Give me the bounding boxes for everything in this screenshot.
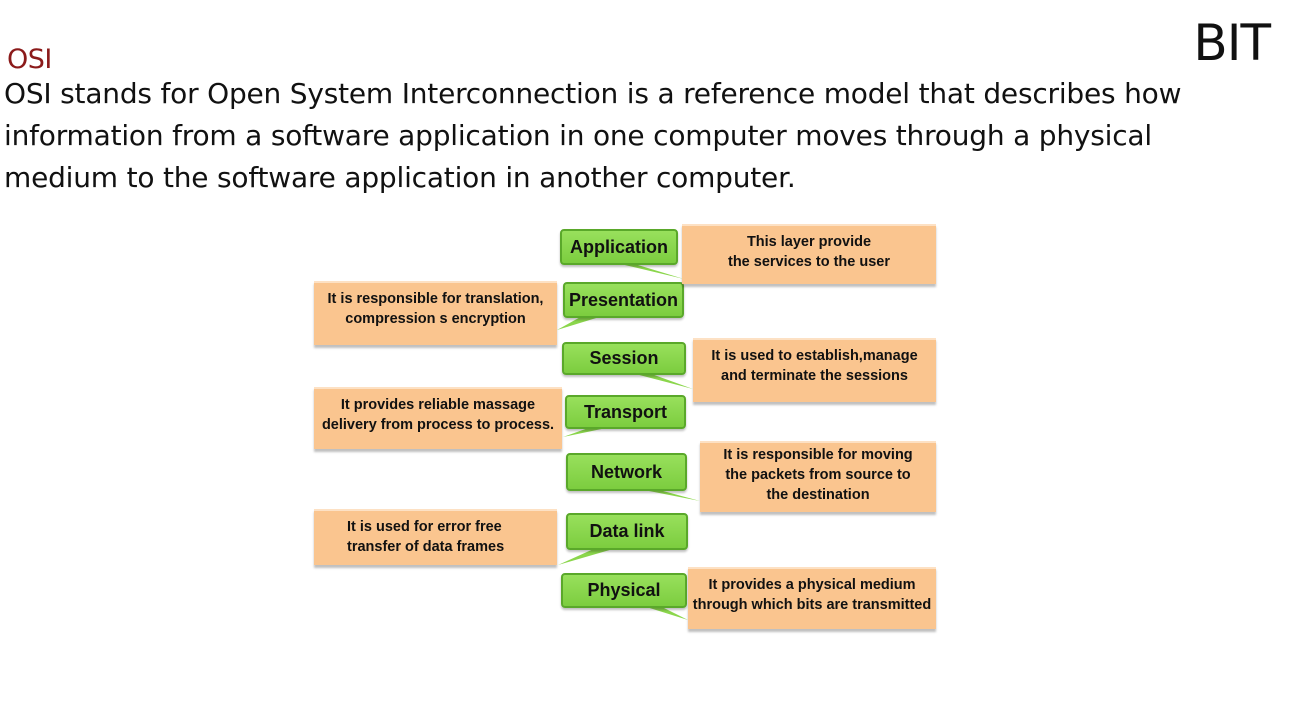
pointer-transport <box>563 426 616 437</box>
brand-logo-text: BIT <box>1193 14 1271 72</box>
note-line: It provides a physical medium <box>708 577 916 593</box>
note-presentation: It is responsible for translation, compr… <box>314 281 557 345</box>
intro-line: medium to the software application in an… <box>4 161 796 194</box>
note-line: delivery from process to process. <box>321 417 555 433</box>
layer-datalink: Data link <box>566 513 688 550</box>
note-network: It is responsible for moving the packets… <box>700 441 936 512</box>
pointer-datalink <box>558 547 620 565</box>
layer-presentation: Presentation <box>563 282 684 318</box>
note-line: through which bits are transmitted <box>692 597 932 613</box>
note-line: and terminate the sessions <box>721 368 908 384</box>
note-line: the destination <box>766 487 870 503</box>
layer-physical: Physical <box>561 573 687 608</box>
pointer-physical <box>640 605 688 620</box>
note-datalink: It is used for error free transfer of da… <box>314 509 557 565</box>
note-line: compression s encryption <box>345 311 526 327</box>
layer-transport: Transport <box>565 395 686 429</box>
layer-application: Application <box>560 229 678 265</box>
note-line: the packets from source to <box>725 467 911 483</box>
pointer-network <box>634 488 700 501</box>
note-line: It is used to establish,manage <box>711 348 918 364</box>
intro-line: OSI stands for Open System Interconnecti… <box>4 77 1182 110</box>
layer-session: Session <box>562 342 686 375</box>
note-line: It is used for error free <box>347 519 502 535</box>
note-line: It is responsible for translation, <box>327 291 544 307</box>
note-line: It provides reliable massage <box>340 397 536 413</box>
note-session: It is used to establish,manage and termi… <box>693 338 936 402</box>
note-line: This layer provide <box>746 234 872 250</box>
note-line: the services to the user <box>728 254 890 270</box>
layer-network: Network <box>566 453 687 491</box>
note-line: transfer of data frames <box>347 539 505 555</box>
note-physical: It provides a physical medium through wh… <box>688 567 936 629</box>
slide-section-label: OSI <box>7 44 52 75</box>
note-transport: It provides reliable massage delivery fr… <box>314 387 562 449</box>
note-line: It is responsible for moving <box>723 447 913 463</box>
pointer-application <box>612 262 684 279</box>
intro-line: information from a software application … <box>4 119 1152 152</box>
note-application: This layer provide the services to the u… <box>682 224 936 284</box>
pointer-session <box>628 372 693 389</box>
intro-paragraph: OSI stands for Open System Interconnecti… <box>4 73 1244 199</box>
pointer-presentation <box>557 315 606 330</box>
